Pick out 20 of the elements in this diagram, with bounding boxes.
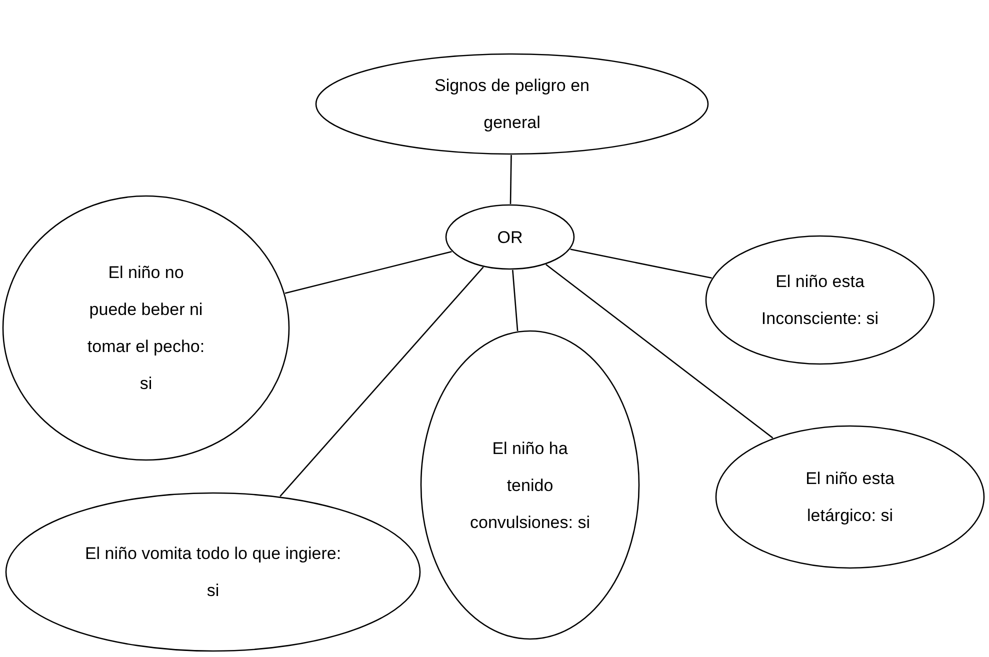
connector-line bbox=[512, 270, 518, 332]
ellipse-node bbox=[705, 235, 935, 365]
node-text: Signos de peligro en general bbox=[433, 75, 590, 134]
ellipse-node bbox=[5, 492, 421, 652]
ellipse-node bbox=[445, 204, 575, 270]
node-text: El niño vomita todo lo que ingiere: si bbox=[84, 543, 342, 602]
node-text: El niño ha tenido convulsiones: si bbox=[468, 438, 591, 534]
connector-line bbox=[546, 264, 774, 438]
connector-line bbox=[570, 248, 712, 279]
node-text: El niño no puede beber ni tomar el pecho: si bbox=[86, 262, 206, 395]
ellipse-node bbox=[420, 330, 640, 640]
ellipse-node bbox=[2, 195, 290, 461]
node-text: El niño esta letárgico: si bbox=[804, 468, 896, 527]
ellipse-node bbox=[715, 425, 985, 569]
node-text: OR bbox=[497, 226, 523, 248]
connector-line bbox=[510, 154, 512, 204]
connector-line bbox=[284, 250, 452, 294]
node-text: El niño esta Inconsciente: si bbox=[760, 271, 880, 330]
ellipse-node bbox=[315, 53, 709, 155]
connector-line bbox=[280, 266, 484, 497]
